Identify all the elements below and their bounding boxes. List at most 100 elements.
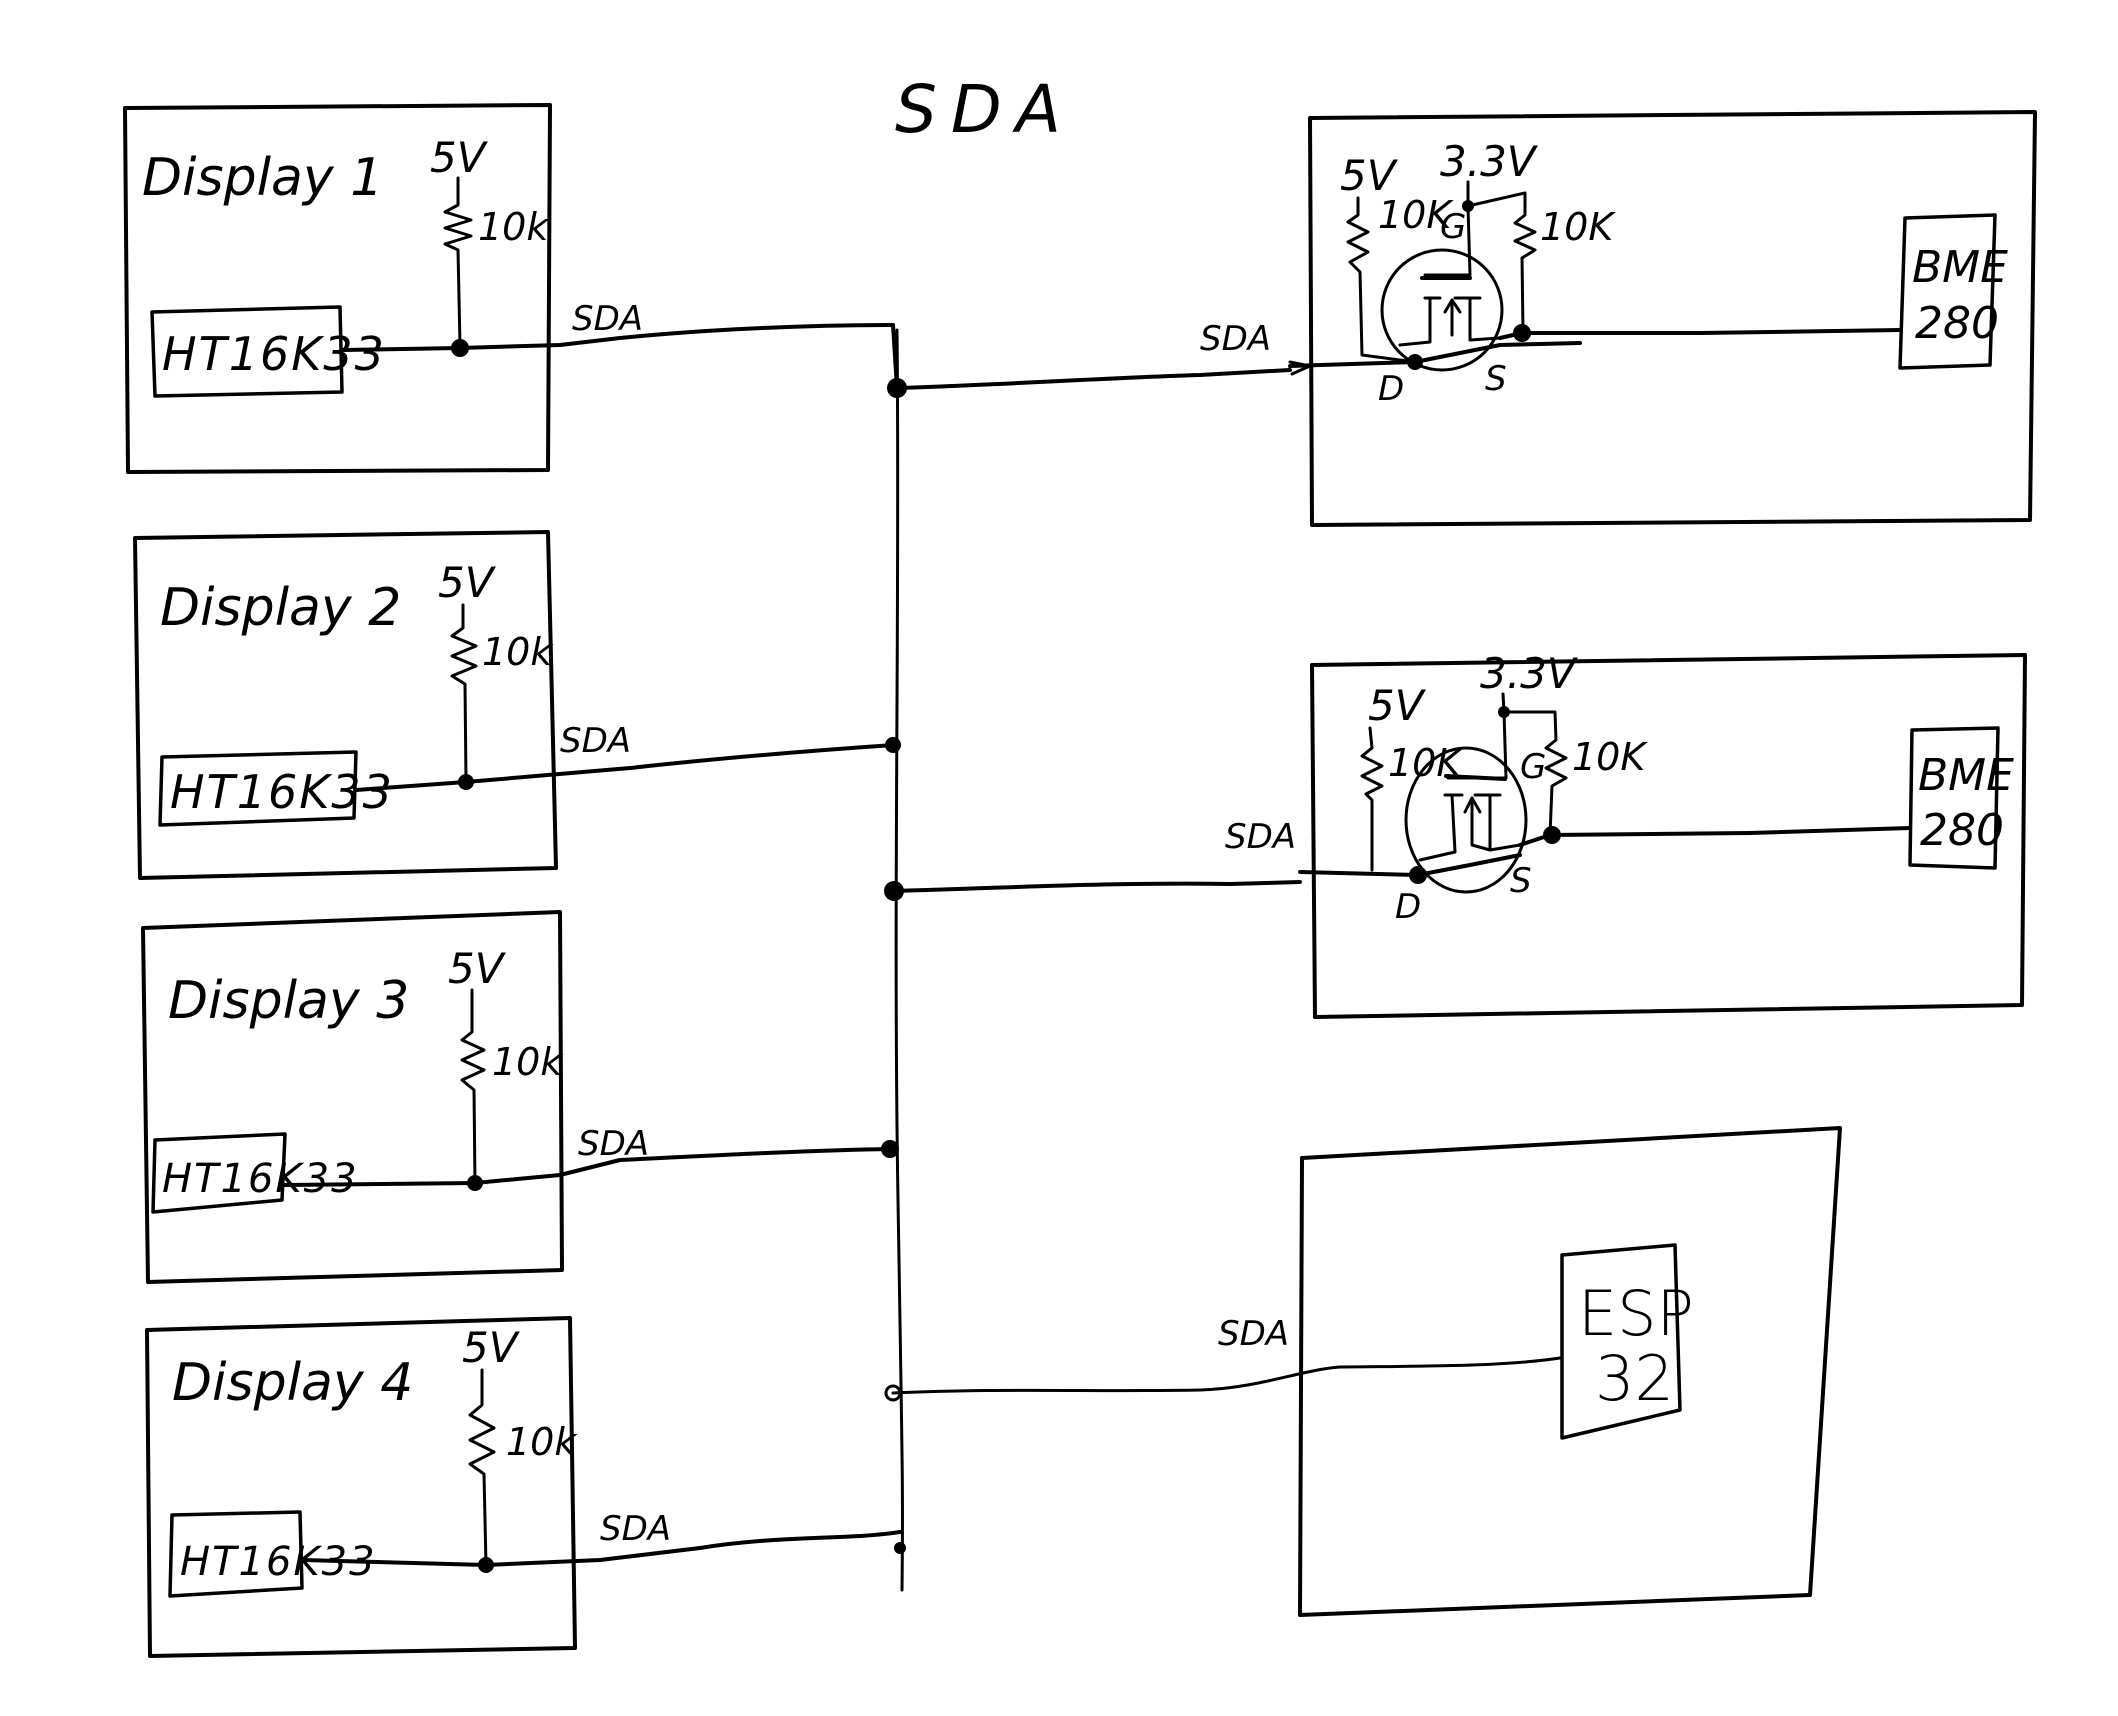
diagram-title: SDA — [895, 71, 1075, 148]
display-3-supply-label: 5V — [448, 944, 507, 993]
sensor-1-board — [1308, 110, 2037, 527]
display-2-supply-label: 5V — [438, 558, 497, 607]
display-3-chip-label: HT16K33 — [162, 1156, 359, 1202]
bus-trunk — [894, 328, 905, 1592]
sensor-2-source-node — [1543, 826, 1561, 844]
sensor-2-mosfet: G D S — [1395, 710, 1546, 927]
sensor-1-low-supply-label: 3.3V — [1440, 137, 1539, 186]
controller-board — [1298, 1126, 1842, 1617]
sensor-2-board — [1310, 653, 2027, 1019]
display-2-board — [133, 530, 558, 880]
sensor-2-low-supply-label: 3.3V — [1480, 649, 1579, 698]
mosfet-1-drain-pin: D — [1378, 369, 1404, 409]
sensor-1-drain-wire — [1288, 341, 1582, 368]
bme280-2-label-line1: BME — [1918, 750, 2014, 801]
display-4-label: Display 4 — [172, 1353, 413, 1413]
display-3-sda-label: SDA — [578, 1124, 649, 1164]
display-2-pullup-label: 10k — [482, 630, 554, 674]
display-4-sda-label: SDA — [600, 1509, 671, 1549]
display-module-3: Display 3 5V 10k HT16K33 SDA — [141, 910, 892, 1284]
mosfet-1-gate-lead — [1423, 204, 1472, 277]
display-3-sda-wire — [283, 1147, 892, 1187]
display-1-supply-label: 5V — [430, 133, 489, 182]
sensor-2-high-supply-label: 5V — [1368, 681, 1427, 730]
esp32-chip — [1560, 1243, 1682, 1440]
sensor-2-low-pullup-label: 10K — [1572, 735, 1648, 779]
display-4-chip — [168, 1510, 304, 1598]
controller-sda-label: SDA — [1218, 1314, 1289, 1354]
display-2-pullup-resistor — [450, 603, 478, 782]
esp32-label-line2: 32 — [1595, 1342, 1674, 1415]
sensor-2-drain-wire — [1298, 853, 1522, 877]
display-1-label: Display 1 — [142, 148, 383, 208]
display-4-sda-wire — [300, 1530, 902, 1567]
sensor-1-sda-wire — [895, 368, 1292, 390]
sensor-1-source-node — [1513, 324, 1531, 342]
mosfet-2-drain-pin: D — [1395, 887, 1421, 927]
mosfet-2-body — [1404, 746, 1528, 894]
sensor-1-high-pullup-label: 10K — [1378, 193, 1454, 237]
display-2-chip — [158, 750, 358, 827]
display-2-sda-wire — [354, 743, 895, 792]
sensor-2-sda-label: SDA — [1225, 817, 1296, 857]
sensor-1-mosfet: G D S — [1378, 204, 1507, 409]
sensor-2-sda-wire — [892, 880, 1302, 893]
display-3-pullup-label: 10k — [492, 1040, 564, 1084]
sensor-module-1: SDA 5V 10K 3.3V 10K G D S BME 280 — [895, 110, 2037, 527]
display-2-chip-label: HT16K33 — [170, 765, 394, 819]
display-1-sda-wire — [340, 323, 899, 390]
sensor-2-drain-node — [1409, 866, 1427, 884]
sensor-1-low-pullup-resistor — [1466, 180, 1537, 332]
display-2-node — [458, 774, 474, 790]
esp32-label-line1: ESP — [1578, 1277, 1694, 1350]
controller-sda-wire — [891, 1356, 1562, 1395]
mosfet-2-source-pin: S — [1510, 861, 1532, 901]
display-3-pullup-resistor — [460, 988, 486, 1186]
sensor-2-low-side-wire — [1518, 826, 1912, 847]
bme280-2-label-line2: 280 — [1920, 805, 2004, 856]
sensor-2-low-pullup-resistor — [1501, 692, 1568, 837]
display-1-sda-label: SDA — [572, 299, 643, 339]
display-3-label: Display 3 — [168, 971, 409, 1031]
sensor-1-high-supply-label: 5V — [1340, 151, 1399, 200]
mosfet-2-gate-pin: G — [1520, 747, 1546, 787]
mosfet-1-gate-pin: G — [1440, 207, 1466, 247]
display-4-node — [478, 1557, 494, 1573]
display-1-pullup-label: 10k — [478, 205, 550, 249]
display-4-pullup-resistor — [468, 1368, 496, 1567]
display-4-supply-label: 5V — [462, 1323, 521, 1372]
display-1-pullup-resistor — [443, 176, 473, 347]
mosfet-2-channel — [1418, 793, 1522, 862]
mosfet-2-gate-plate — [1444, 774, 1507, 781]
display-2-sda-label: SDA — [560, 721, 631, 761]
display-3-board — [141, 910, 564, 1284]
display-4-board — [145, 1316, 577, 1658]
sda-bus — [881, 328, 907, 1592]
mosfet-1-body — [1380, 248, 1504, 372]
display-1-chip-label: HT16K33 — [162, 327, 386, 381]
sensor-module-2: SDA 5V 10K 3.3V 10K G D S BME 280 — [892, 649, 2027, 1019]
mosfet-1-channel — [1398, 296, 1502, 347]
display-module-2: Display 2 5V 10k HT16K33 SDA — [133, 530, 895, 880]
sensor-1-low-pullup-label: 10K — [1540, 205, 1616, 249]
display-3-node — [467, 1175, 483, 1191]
display-2-label: Display 2 — [160, 578, 401, 638]
bme280-1-label-line2: 280 — [1915, 298, 1999, 349]
display-3-chip — [151, 1132, 287, 1214]
display-1-node — [451, 339, 469, 357]
display-module-1: Display 1 5V 10k HT16K33 SDA — [123, 103, 899, 474]
sensor-2-high-pullup-resistor — [1360, 726, 1384, 872]
bme280-1-label-line1: BME — [1912, 242, 2008, 293]
display-1-chip — [150, 305, 344, 398]
bme280-2-chip — [1908, 726, 2000, 870]
sensor-1-low-side-wire — [1498, 328, 1902, 340]
display-4-pullup-label: 10k — [506, 1420, 578, 1464]
controller-module: SDA ESP 32 — [891, 1126, 1842, 1617]
sensor-1-sda-label: SDA — [1200, 319, 1271, 359]
sensor-1-high-pullup-resistor — [1346, 196, 1417, 364]
junction-display4 — [894, 1542, 906, 1554]
display-module-4: Display 4 5V 10k HT16K33 SDA — [145, 1316, 902, 1658]
mosfet-1-source-pin: S — [1485, 359, 1507, 399]
display-1-board — [123, 103, 552, 474]
